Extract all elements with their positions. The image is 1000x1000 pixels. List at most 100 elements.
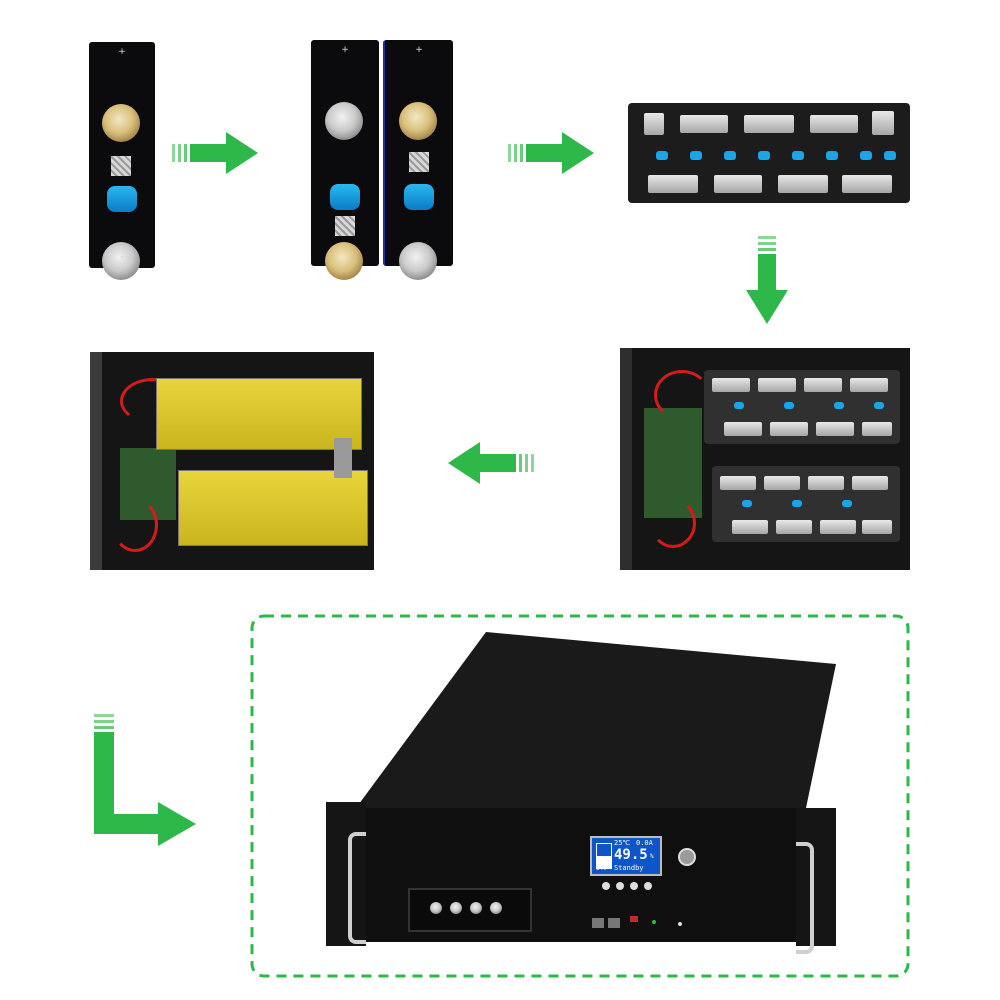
rs485-port-2[interactable] [608,918,620,928]
open-pack-wired [620,348,910,570]
busbar [862,520,892,534]
battery-module-top [704,370,900,444]
busbar [808,476,844,490]
busbar [712,378,750,392]
power-cable [120,378,186,424]
module-vent [884,151,896,160]
cell-module [628,103,910,203]
paired-cell-left: + [311,40,379,280]
lcd-soc-unit: % [650,853,654,860]
module-vent [842,500,852,507]
open-pack-insulated [90,352,374,570]
arrow-right-icon [172,132,258,174]
power-cable [650,498,696,548]
arrow-left-icon [448,442,534,484]
dip-switch[interactable] [630,916,638,922]
cell-terminal-positive [102,104,140,142]
up-button[interactable] [602,882,610,890]
busbar [732,520,768,534]
power-cable [112,498,158,552]
single-cell: + • [89,42,155,280]
module-vent [656,151,668,160]
busbar [714,175,762,193]
module-vent [734,402,744,409]
busbar [852,476,888,490]
lcd-display: 25℃ 0.0A 49.5 % 54V Standby [590,836,662,876]
cell-negative-mark: • [119,253,125,263]
module-vent [690,151,702,160]
module-vent [874,402,884,409]
busbar [648,175,698,193]
busbar [778,175,828,193]
module-vent [826,151,838,160]
busbar [744,115,794,133]
terminal-screw [470,902,482,914]
busbar [850,378,888,392]
lcd-current: 0.0A [636,839,653,847]
busbar [842,175,892,193]
busbar [816,422,854,436]
arrow-right-icon [508,132,594,174]
cell-qr-code [335,216,355,236]
busbar [644,113,664,135]
final-product-frame [250,614,910,978]
cell-qr-code [111,156,131,176]
busbar [758,378,796,392]
lcd-soc: 49.5 [614,847,648,863]
terminal-screw [450,902,462,914]
busbar [776,520,812,534]
insulation-sheet-top [156,378,362,450]
module-vent [792,151,804,160]
rs485-port[interactable] [592,918,604,928]
busbar-connector [334,438,352,478]
arrow-down-icon [746,236,788,324]
cell-terminal [325,242,363,280]
busbar [764,476,800,490]
busbar [770,422,808,436]
return-button[interactable] [630,882,638,890]
cell-vent [107,186,137,212]
reset-button[interactable] [678,922,682,926]
cell-terminal [399,242,437,280]
module-vent [784,402,794,409]
battery-module-bottom [712,466,900,542]
busbar [720,476,756,490]
pack-side-rail [620,348,632,570]
rack-handle-right[interactable] [796,842,814,954]
lcd-temperature: 25℃ [614,839,631,847]
busbar [862,422,892,436]
enter-button[interactable] [644,882,652,890]
terminal-screw [490,902,502,914]
lcd-battery-icon [596,843,612,869]
insulation-sheet-bottom [178,470,368,546]
cell-positive-mark: + [415,45,423,55]
busbar [724,422,762,436]
arrow-elbow-icon [94,714,196,846]
module-vent [792,500,802,507]
cell-qr-code [409,152,429,172]
module-vent [758,151,770,160]
pack-front-plate [90,352,102,570]
cell-terminal [325,102,363,140]
cell-vent [330,184,360,210]
cell-terminal-negative [102,242,140,280]
cell-positive-mark: + [118,47,126,57]
rack-handle-left[interactable] [348,832,366,944]
busbar [804,378,842,392]
busbar [872,111,894,135]
busbar [820,520,856,534]
cell-terminal [399,102,437,140]
cell-positive-mark: + [341,45,349,55]
rack-battery-body [326,632,836,946]
down-button[interactable] [616,882,624,890]
busbar [810,115,858,133]
power-button[interactable] [678,848,696,866]
module-vent [834,402,844,409]
status-led [652,920,656,924]
cell-vent [404,184,434,210]
module-vent [860,151,872,160]
power-cable [654,370,710,420]
module-vent [724,151,736,160]
module-vent [742,500,752,507]
paired-cell-right: + [383,40,453,280]
